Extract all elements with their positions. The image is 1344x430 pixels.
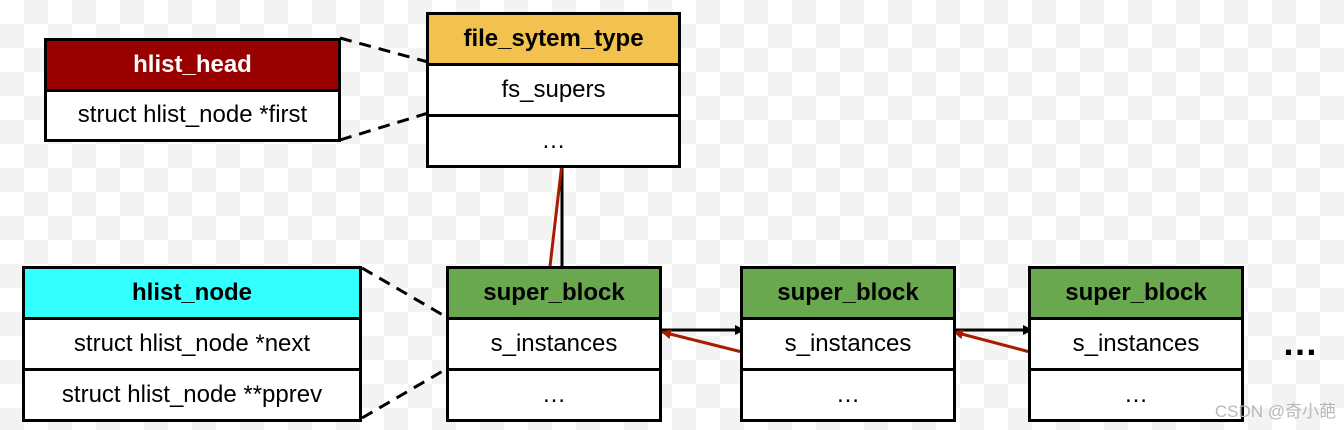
super-block-more: … [1031, 368, 1241, 419]
hlist-head-first-field: struct hlist_node *first [47, 88, 338, 140]
pprev-arrow-1 [661, 329, 743, 354]
file-system-type-title: file_sytem_type [429, 15, 678, 63]
hlist-node-pprev-field: struct hlist_node **pprev [25, 368, 359, 419]
hlist-node-next-field: struct hlist_node *next [25, 317, 359, 368]
super-block-more: … [743, 368, 953, 419]
dashed-link-node-bottom [361, 366, 449, 420]
trailing-ellipsis: … [1282, 322, 1321, 363]
super-block-box-1: super_block s_instances … [446, 266, 662, 422]
hlist-head-box: hlist_head struct hlist_node *first [44, 38, 341, 142]
hlist-node-box: hlist_node struct hlist_node *next struc… [22, 266, 362, 422]
fs-supers-field: fs_supers [429, 63, 678, 114]
dashed-link-head-bottom [339, 111, 429, 142]
file-system-type-more: … [429, 114, 678, 165]
dashed-link-node-top [361, 266, 449, 320]
super-block-title: super_block [449, 269, 659, 317]
s-instances-field: s_instances [449, 317, 659, 368]
watermark: CSDN @奇小葩 [1214, 402, 1336, 421]
super-block-title: super_block [743, 269, 953, 317]
super-block-box-2: super_block s_instances … [740, 266, 956, 422]
s-instances-field: s_instances [743, 317, 953, 368]
super-block-box-3: super_block s_instances … [1028, 266, 1244, 422]
s-instances-field: s_instances [1031, 317, 1241, 368]
hlist-head-title: hlist_head [47, 41, 338, 89]
super-block-title: super_block [1031, 269, 1241, 317]
hlist-node-title: hlist_node [25, 269, 359, 317]
dashed-link-head-top [339, 36, 429, 64]
file-system-type-box: file_sytem_type fs_supers … [426, 12, 681, 168]
super-block-more: … [449, 368, 659, 419]
pprev-arrow-2 [953, 329, 1031, 354]
